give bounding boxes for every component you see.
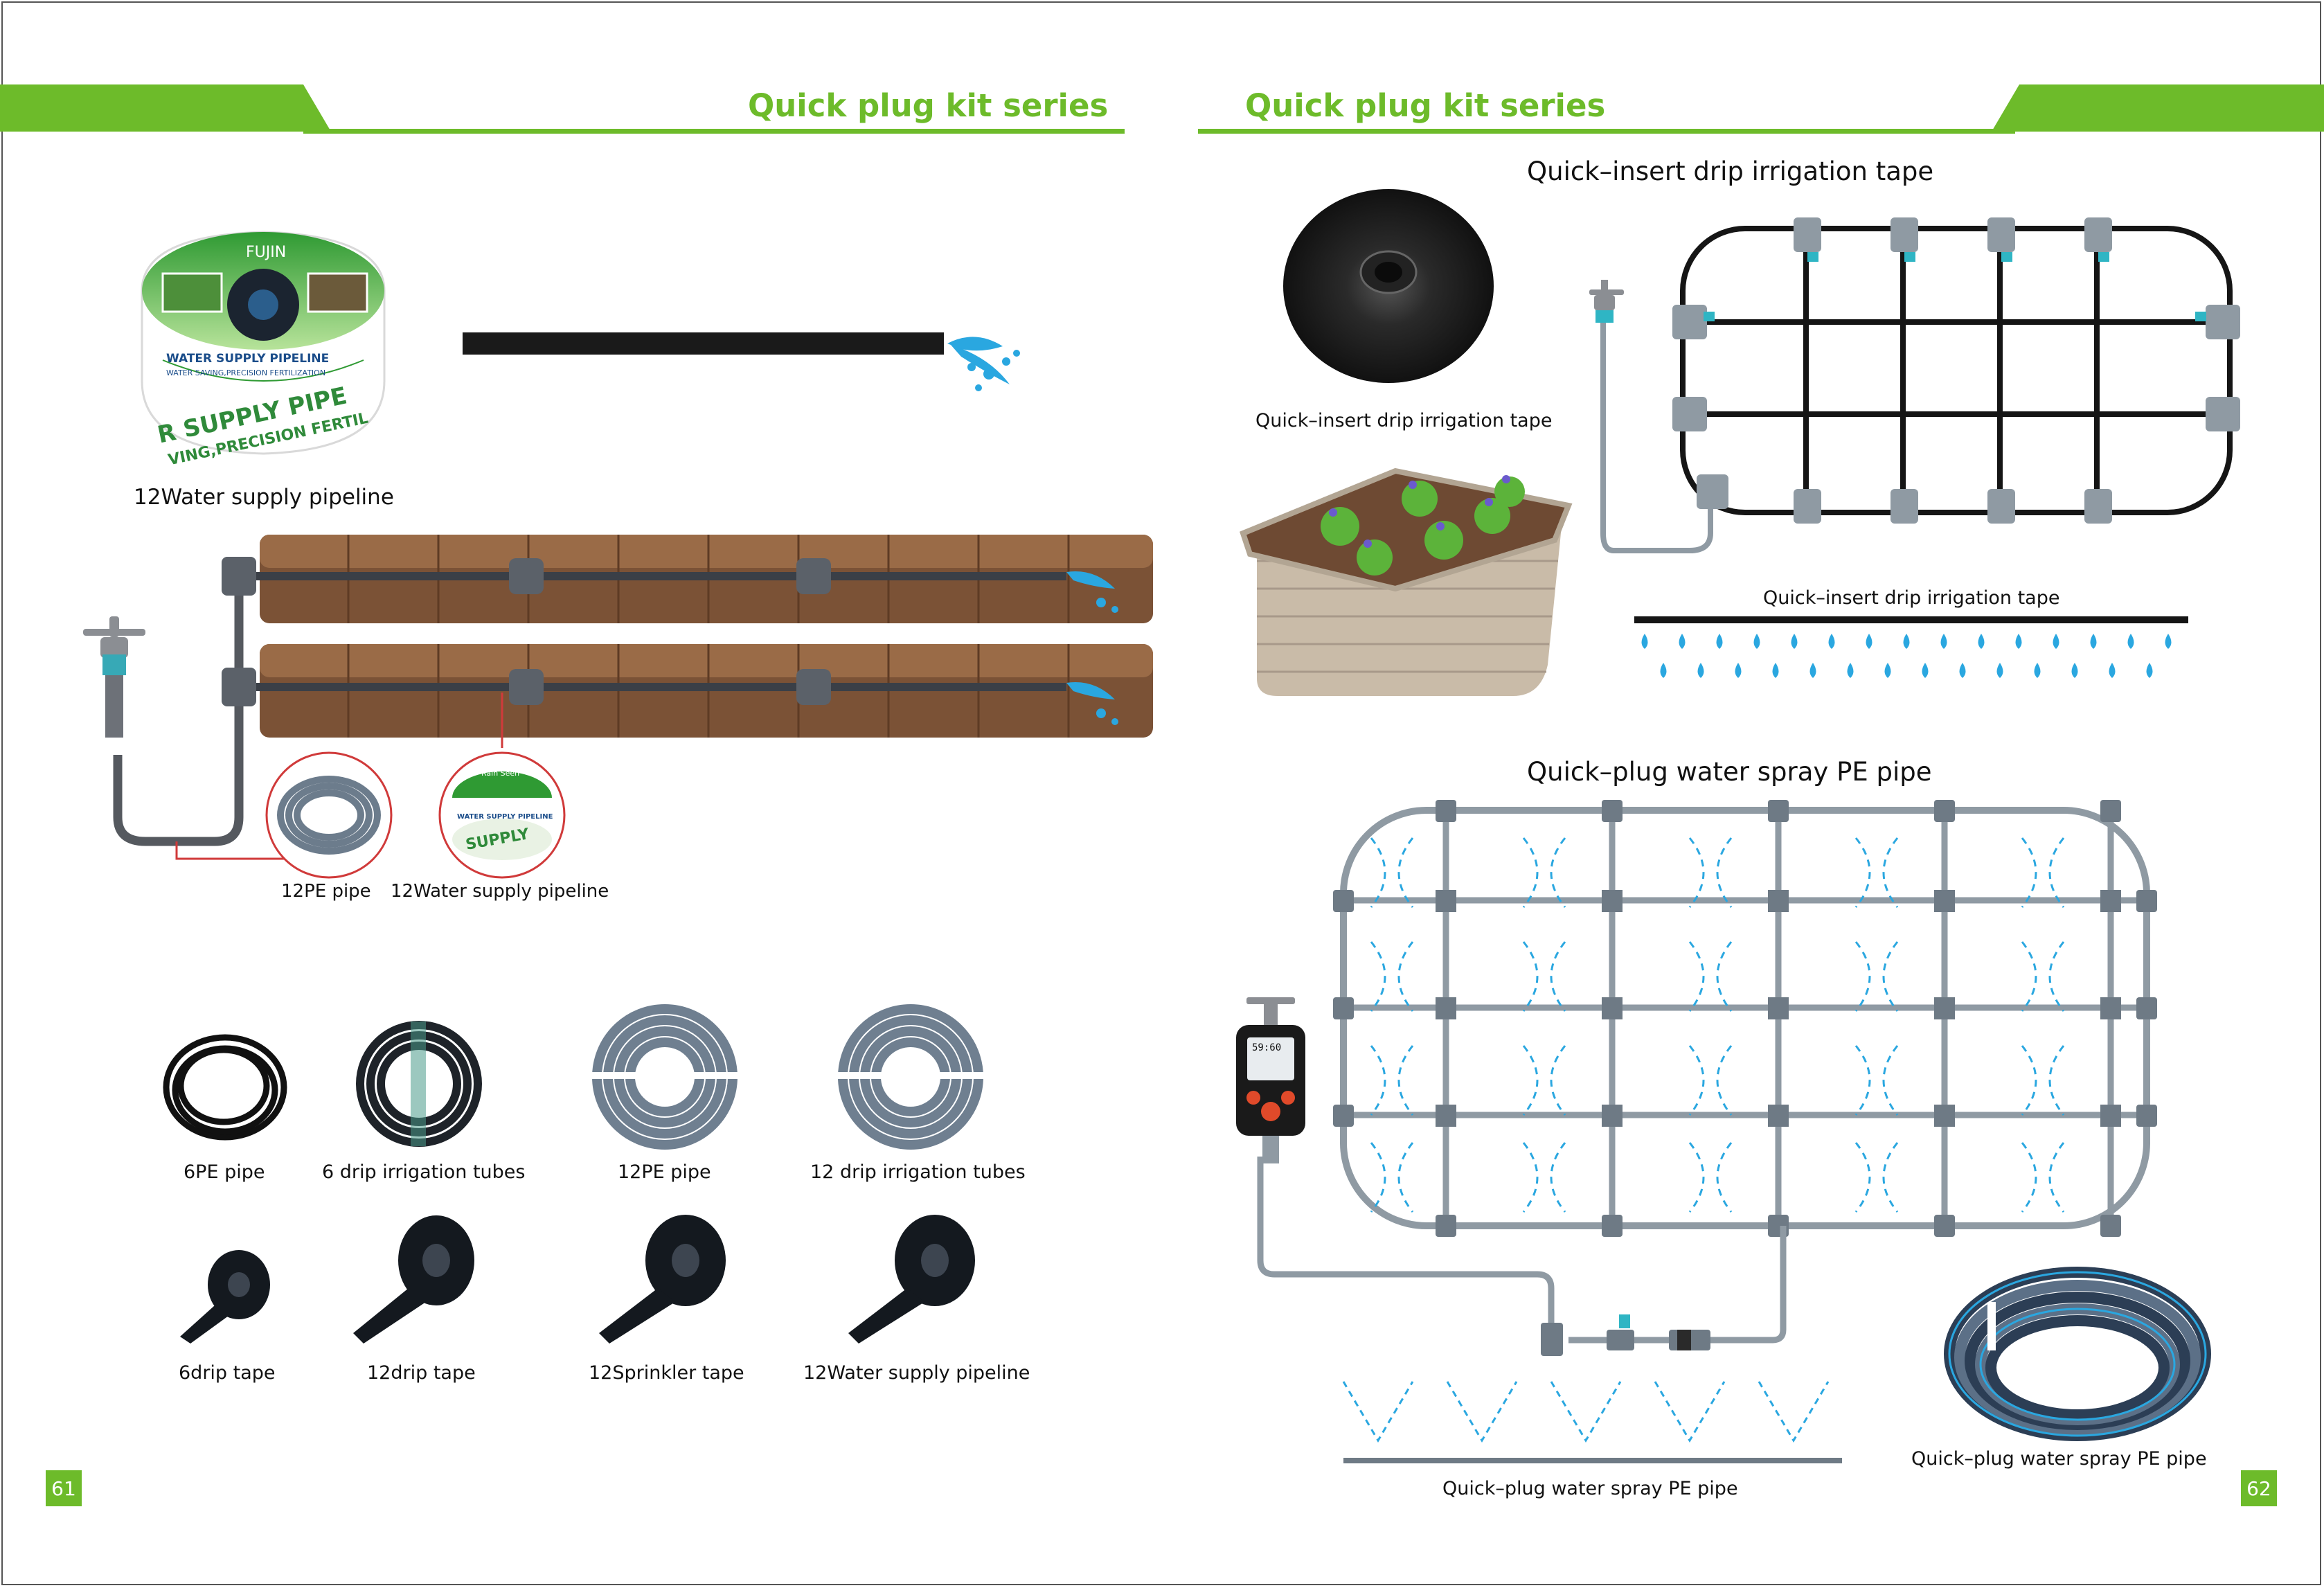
water-timer-image [1236, 997, 1305, 1163]
coiled-pipe-caption: Quick–plug water spray PE pipe [1911, 1448, 2207, 1470]
pe-pipe-callout [265, 751, 393, 879]
drip-grid-diagram [1589, 217, 2240, 553]
faucet-left [83, 616, 145, 738]
product-label-row1-3: 12PE pipe [618, 1161, 711, 1183]
diagram-caption-pe: 12PE pipe [281, 881, 371, 902]
diagram-caption-supply: 12Water supply pipeline [391, 881, 609, 902]
black-tape-with-splash [463, 332, 1020, 391]
product-box-brand: FUJIN [246, 244, 287, 261]
faucet-right [1589, 280, 1624, 323]
product-box-image [141, 231, 386, 455]
drip-line-with-drops [1634, 616, 2188, 623]
drip-line-caption: Quick–insert drip irrigation tape [1763, 587, 2060, 609]
spray-grid-diagram [1257, 800, 2157, 1356]
product-box-caption: 12Water supply pipeline [134, 485, 394, 510]
drip-tape-roll-image [1283, 189, 1494, 383]
left-header-title: Quick plug kit series [748, 87, 1109, 124]
raised-garden-bed-image [1240, 467, 1573, 696]
product-box-label: WATER SUPPLY PIPELINE [166, 352, 330, 366]
left-page-number: 61 [46, 1470, 82, 1506]
product-12drip-tape-image [353, 1215, 474, 1344]
drip-tape-roll-caption: Quick–insert drip irrigation tape [1255, 410, 1553, 431]
product-label-row1-2: 6 drip irrigation tubes [322, 1161, 526, 1183]
section2-title: Quick–plug water spray PE pipe [1527, 757, 1932, 787]
coiled-pe-pipe-image [1944, 1267, 2211, 1441]
product-6pe-pipe-image [163, 1034, 287, 1141]
mini-box-label: Rain Seen [481, 769, 520, 778]
timer-display: 59:60 [1252, 1042, 1282, 1053]
product-6-drip-tubes-image [356, 1021, 482, 1147]
product-6drip-tape-image [180, 1250, 270, 1344]
product-12-drip-tubes-image [831, 1004, 990, 1150]
product-label-row2-4: 12Water supply pipeline [803, 1362, 1030, 1384]
mini-box-text: WATER SUPPLY PIPELINE [457, 813, 553, 821]
left-header-bar [0, 84, 1125, 134]
product-label-row2-3: 12Sprinkler tape [589, 1362, 744, 1384]
spray-line-caption: Quick–plug water spray PE pipe [1442, 1478, 1738, 1499]
product-label-row2-2: 12drip tape [367, 1362, 476, 1384]
product-label-row1-1: 6PE pipe [184, 1161, 265, 1183]
product-label-row1-4: 12 drip irrigation tubes [810, 1161, 1026, 1183]
product-label-row2-1: 6drip tape [179, 1362, 276, 1384]
right-header-title: Quick plug kit series [1245, 87, 1606, 124]
product-12sprinkler-tape-image [599, 1215, 726, 1344]
right-page-number: 62 [2241, 1470, 2277, 1506]
spray-line-diagram [1342, 1381, 1842, 1463]
product-box-sublabel: WATER SAVING,PRECISION FERTILIZATION [166, 368, 326, 377]
product-12pe-pipe-image [585, 1004, 744, 1150]
supply-pipeline-callout [438, 751, 566, 879]
section1-title: Quick–insert drip irrigation tape [1527, 157, 1934, 186]
water-drops [1641, 634, 2172, 678]
right-header-bar [1198, 84, 2324, 134]
garden-bed-diagram [83, 535, 1153, 860]
product-12water-supply-image [848, 1215, 975, 1344]
